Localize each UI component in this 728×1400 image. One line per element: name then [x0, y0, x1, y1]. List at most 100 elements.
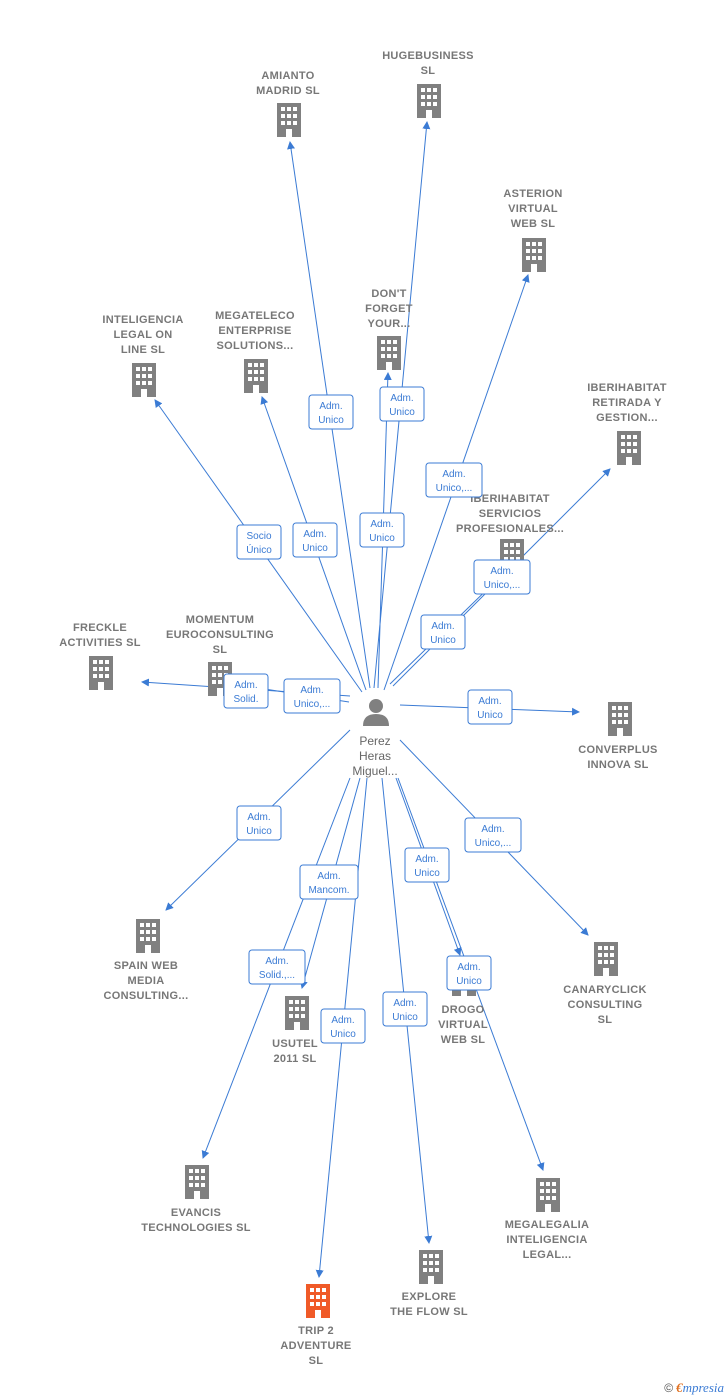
edge-label-momentum[interactable]: Adm. Unico,... [283, 678, 341, 714]
building-icon [417, 84, 441, 118]
company-name-line: INTELIGENCIA [102, 314, 183, 326]
company-name-line: THE FLOW SL [390, 1306, 468, 1318]
edge-label-iberihabitat_servicios[interactable]: Adm.Unico [420, 614, 466, 650]
edge-label-box [248, 949, 306, 985]
building-icon [594, 942, 618, 976]
company-node-megateleco[interactable]: MEGATELECOENTERPRISESOLUTIONS... [215, 310, 295, 393]
edge-label-text: Socio [246, 531, 271, 542]
company-name-line: IBERIHABITAT [587, 382, 667, 394]
edge-label-drogo[interactable]: Adm.Unico [404, 847, 450, 883]
company-node-spainweb[interactable]: SPAIN WEBMEDIACONSULTING... [104, 919, 189, 1002]
company-node-megalegalia[interactable]: MEGALEGALIAINTELIGENCIALEGAL... [505, 1178, 590, 1261]
edge-label-text: Unico [330, 1029, 356, 1040]
company-name-line: 2011 SL [273, 1053, 316, 1065]
company-name-line: LEGAL... [523, 1249, 572, 1261]
edge-label-text: Unico [302, 543, 328, 554]
edge-label-explore[interactable]: Adm.Unico [382, 991, 428, 1027]
company-node-usutel[interactable]: USUTEL 2011 SL [272, 996, 318, 1065]
company-name-line: SL [421, 65, 436, 77]
edge-label-box [420, 614, 466, 650]
building-icon [617, 431, 641, 465]
edge-label-asterion[interactable]: Adm.Unico,... [425, 462, 483, 498]
edge-label-text: Unico,... [294, 699, 331, 710]
person-name-line: Perez [359, 734, 390, 748]
edge-label-text: Adm. [319, 401, 342, 412]
edge-label-freckle[interactable]: Adm.Solid. [223, 673, 269, 709]
edge-label-megateleco[interactable]: Adm.Unico [292, 522, 338, 558]
edge-label-text: Adm. [265, 956, 288, 967]
edge-label-usutel[interactable]: Adm.Mancom. [299, 864, 359, 900]
edge-label-evancis[interactable]: Adm. Solid.,... [248, 949, 306, 985]
edge-label-text: Solid.,... [259, 970, 295, 981]
edge-label-amianto[interactable]: Adm.Unico [308, 394, 354, 430]
company-name-line: HUGEBUSINESS [382, 50, 474, 62]
edge-label-text: Adm. [457, 962, 480, 973]
company-name-line: SL [309, 1355, 324, 1367]
edge-label-box [223, 673, 269, 709]
edge-labels-layer: Adm.UnicoAdm.UnicoAdm.Unico,...Adm.Unico… [223, 386, 531, 1044]
edge-label-box [425, 462, 483, 498]
edge-label-box [283, 678, 341, 714]
edge-label-text: Adm. [331, 1015, 354, 1026]
building-icon [522, 238, 546, 272]
company-name-line: GESTION... [596, 412, 658, 424]
edge-label-text: Adm. [481, 824, 504, 835]
company-node-hugebusiness[interactable]: HUGEBUSINESS SL [382, 50, 474, 118]
building-icon [377, 336, 401, 370]
company-name-line: USUTEL [272, 1038, 318, 1050]
edge-label-box [473, 559, 531, 595]
company-name-line: SPAIN WEB [114, 960, 178, 972]
edge-label-text: Adm. [247, 812, 270, 823]
person-icon [363, 699, 389, 726]
company-node-dontforget[interactable]: DON'TFORGETYOUR... [365, 288, 413, 370]
edge-label-converplus[interactable]: Adm.Unico [467, 689, 513, 725]
edge-label-box [308, 394, 354, 430]
edge-label-text: Solid. [233, 694, 258, 705]
person-node[interactable]: PerezHerasMiguel... [352, 699, 398, 778]
edge-label-text: Adm. [478, 696, 501, 707]
footer-brand[interactable]: ©€mpresia [664, 1380, 724, 1396]
edge-label-canaryclick[interactable]: Adm. Unico,... [464, 817, 522, 853]
person-name-line: Heras [359, 749, 391, 763]
edge-label-megalegalia[interactable]: Adm.Unico [446, 955, 492, 991]
company-name-line: EUROCONSULTING [166, 629, 274, 641]
edge-label-text: Unico [430, 635, 456, 646]
edge-label-dontforget[interactable]: Adm.Unico [359, 512, 405, 548]
edge-label-trip2[interactable]: Adm. Unico [320, 1008, 366, 1044]
company-name-line: YOUR... [367, 318, 410, 330]
edge-label-box [446, 955, 492, 991]
edge-label-box [404, 847, 450, 883]
edge-label-text: Unico,... [475, 838, 512, 849]
company-name-line: CONSULTING [568, 999, 643, 1011]
edge-label-text: Adm. [300, 685, 323, 696]
edge-label-hugebusiness[interactable]: Adm.Unico [379, 386, 425, 422]
brand-logo-letter: € [676, 1380, 683, 1395]
company-name-line: MADRID SL [256, 85, 320, 97]
edge-label-spainweb[interactable]: Adm.Unico [236, 805, 282, 841]
company-name-line: SL [213, 644, 228, 656]
edge-label-text: Unico,... [484, 580, 521, 591]
company-name-line: PROFESIONALES... [456, 523, 564, 535]
company-node-iberihabitat_servicios[interactable]: IBERIHABITATSERVICIOSPROFESIONALES... [456, 493, 564, 573]
edge-label-box [236, 805, 282, 841]
building-icon [277, 103, 301, 137]
edge-label-text: Único [246, 543, 272, 556]
company-name-line: ADVENTURE [280, 1340, 351, 1352]
company-name-line: VIRTUAL [438, 1019, 488, 1031]
edge-label-iberihabitat_retirada[interactable]: Adm.Unico,... [473, 559, 531, 595]
building-icon [608, 702, 632, 736]
